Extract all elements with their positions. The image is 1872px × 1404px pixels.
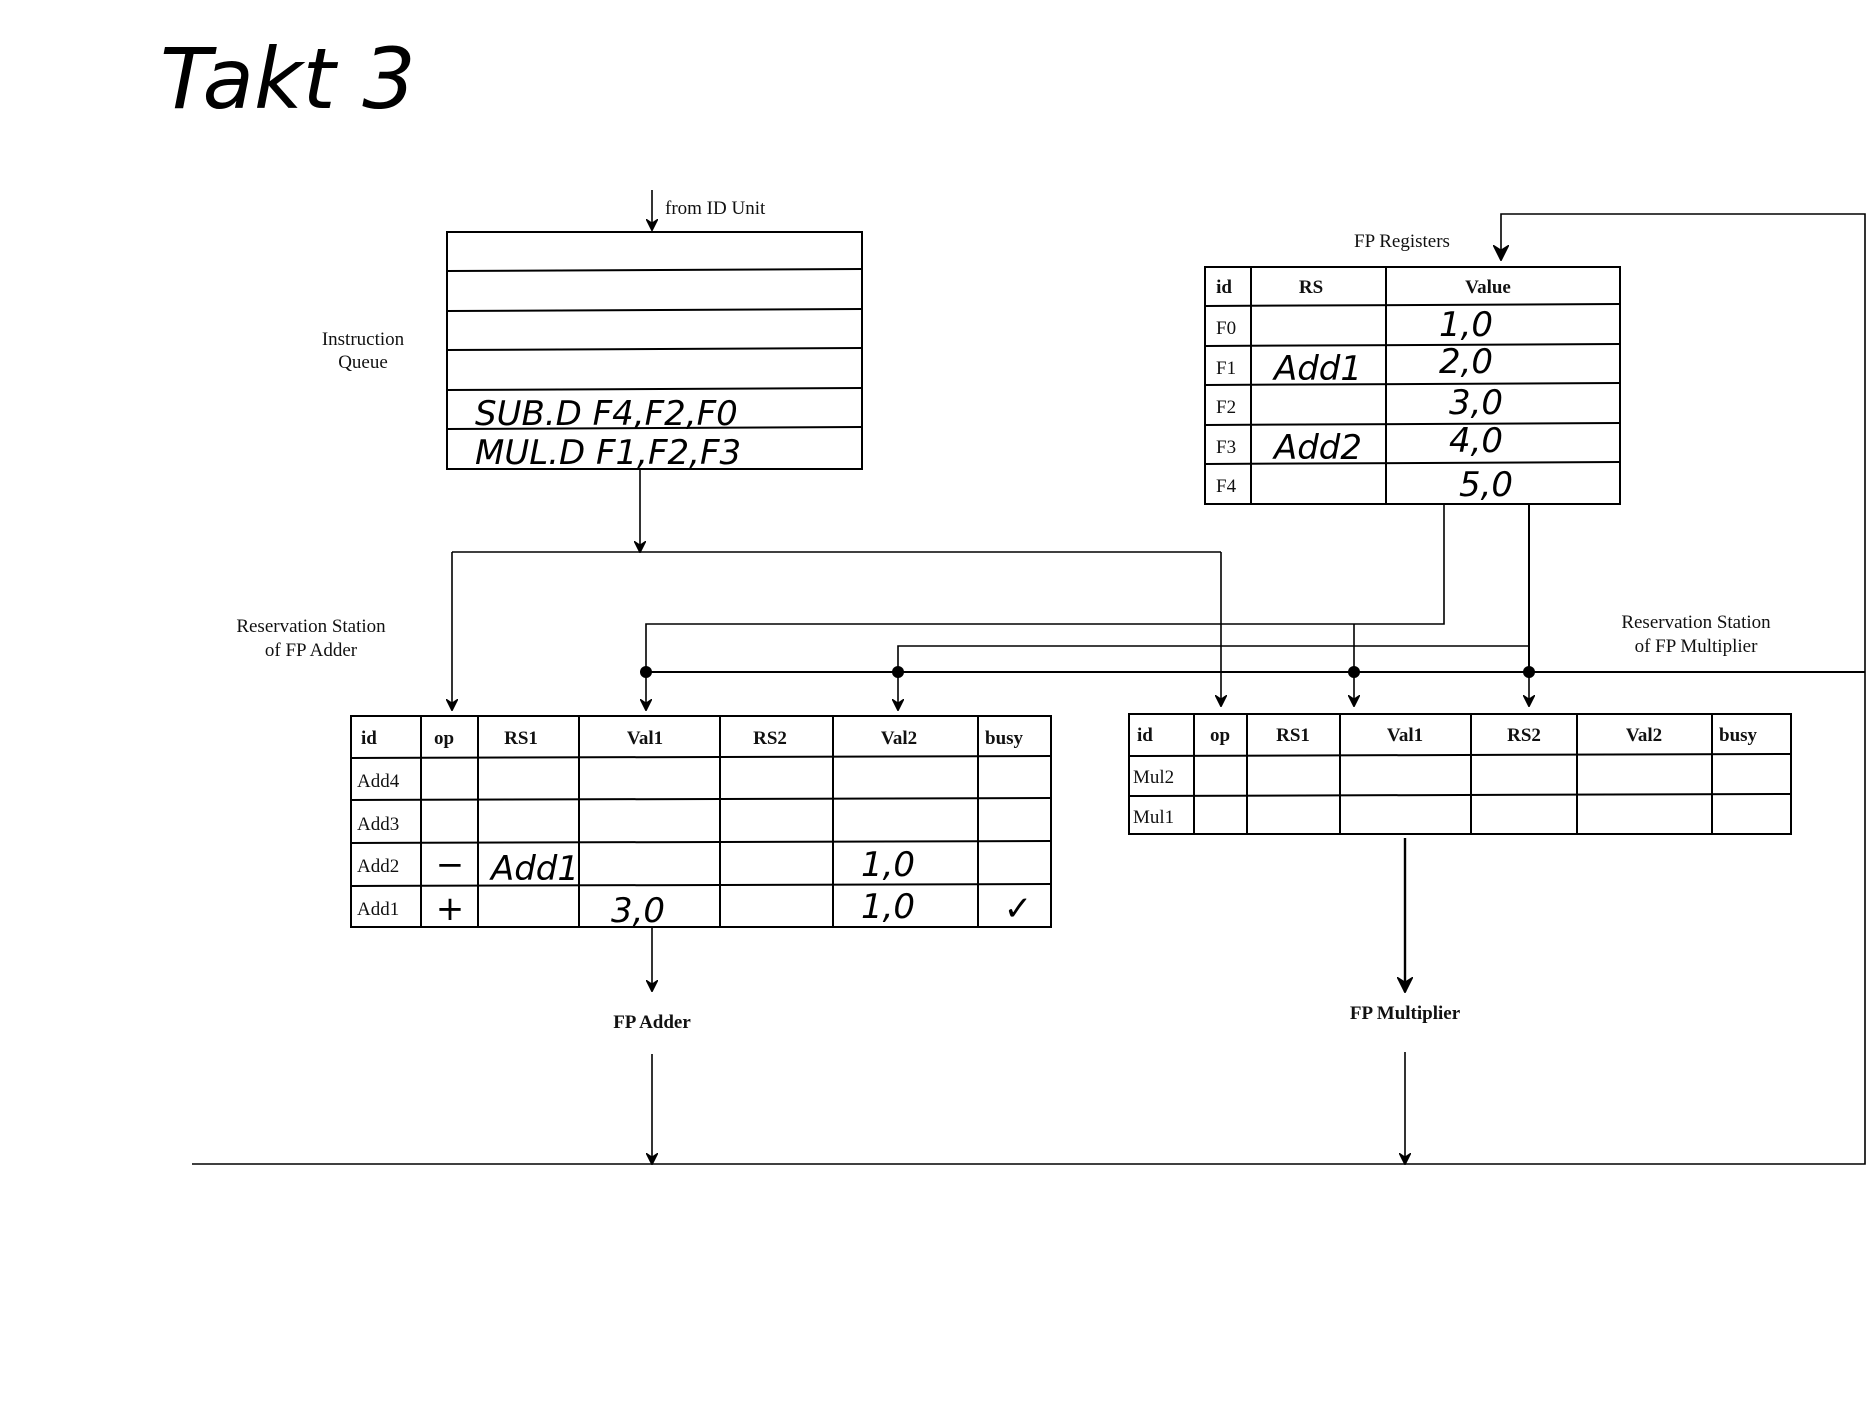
rsa-row-id-add4: Add4 [357, 771, 400, 792]
rsa-header-val1: Val1 [627, 728, 663, 749]
reg-header-value: Value [1465, 277, 1511, 298]
instruction-queue-label-line1: Instruction [322, 329, 405, 350]
rs-multiplier: Reservation Station of FP Multiplier id … [1128, 612, 1792, 1164]
reg-value-f4: 5,0 [1459, 465, 1513, 505]
queue-entry-5: SUB.D F4,F2,F0 [475, 394, 738, 434]
reg-value-f2: 3,0 [1449, 383, 1503, 423]
rsa-header-busy: busy [985, 728, 1024, 749]
rs-adder: Reservation Station of FP Adder id op RS… [236, 616, 1052, 1164]
rsa-rs1-add2: Add1 [489, 849, 579, 889]
rsa-header-val2: Val2 [881, 728, 917, 749]
reg-rs-f1: Add1 [1272, 349, 1362, 389]
rsa-val2-add1: 1,0 [861, 887, 915, 927]
rs-adder-label-line2: of FP Adder [265, 640, 358, 661]
reg-value-f1: 2,0 [1439, 342, 1493, 382]
fp-registers: FP Registers id RS Value F0 F1 F2 F3 F4 … [1204, 231, 1621, 505]
rsm-row-id-mul1: Mul1 [1133, 807, 1174, 828]
rsm-header-rs1: RS1 [1276, 725, 1310, 746]
instruction-queue-label-line2: Queue [338, 352, 388, 373]
instruction-queue: from ID Unit Instruction Queue SUB.D F4,… [322, 190, 863, 552]
reg-value-f0: 1,0 [1439, 305, 1493, 345]
rs-mul-label-line2: of FP Multiplier [1635, 636, 1758, 657]
from-id-unit-label: from ID Unit [665, 198, 766, 219]
rsa-row-id-add2: Add2 [357, 856, 399, 877]
rsm-header-rs2: RS2 [1507, 725, 1541, 746]
rsm-header-op: op [1210, 725, 1230, 746]
fp-registers-label: FP Registers [1354, 231, 1450, 252]
reg-value-f3: 4,0 [1449, 421, 1503, 461]
reg-header-id: id [1216, 277, 1232, 298]
rsa-row-id-add3: Add3 [357, 814, 399, 835]
page-title: Takt 3 [160, 30, 416, 128]
rsa-val1-add1: 3,0 [611, 891, 665, 931]
rsm-row-id-mul2: Mul2 [1133, 767, 1174, 788]
rs-mul-label-line1: Reservation Station [1621, 612, 1771, 633]
rsm-header-val1: Val1 [1387, 725, 1423, 746]
reg-header-rs: RS [1299, 277, 1323, 298]
rs-adder-label-line1: Reservation Station [236, 616, 386, 637]
rsa-header-rs1: RS1 [504, 728, 538, 749]
reg-id-f4: F4 [1216, 476, 1237, 497]
rsa-op-add2: − [436, 845, 465, 885]
queue-entry-6: MUL.D F1,F2,F3 [475, 433, 741, 473]
rsa-busy-add1: ✓ [1004, 889, 1033, 929]
fp-multiplier-unit: FP Multiplier [1350, 1003, 1461, 1024]
fp-adder-unit: FP Adder [613, 1012, 691, 1033]
rsa-header-rs2: RS2 [753, 728, 787, 749]
rsa-val2-add2: 1,0 [861, 845, 915, 885]
rsm-header-id: id [1137, 725, 1153, 746]
reg-id-f3: F3 [1216, 437, 1236, 458]
rsm-header-val2: Val2 [1626, 725, 1662, 746]
rsa-header-id: id [361, 728, 377, 749]
rsa-header-op: op [434, 728, 454, 749]
reg-id-f1: F1 [1216, 358, 1236, 379]
reg-rs-f3: Add2 [1272, 428, 1362, 468]
bus-junctions [640, 666, 1535, 678]
wiring [192, 213, 1866, 1165]
rsm-header-busy: busy [1719, 725, 1758, 746]
rsa-op-add1: + [436, 889, 465, 929]
reg-id-f0: F0 [1216, 318, 1236, 339]
rsa-row-id-add1: Add1 [357, 899, 399, 920]
reg-id-f2: F2 [1216, 397, 1236, 418]
